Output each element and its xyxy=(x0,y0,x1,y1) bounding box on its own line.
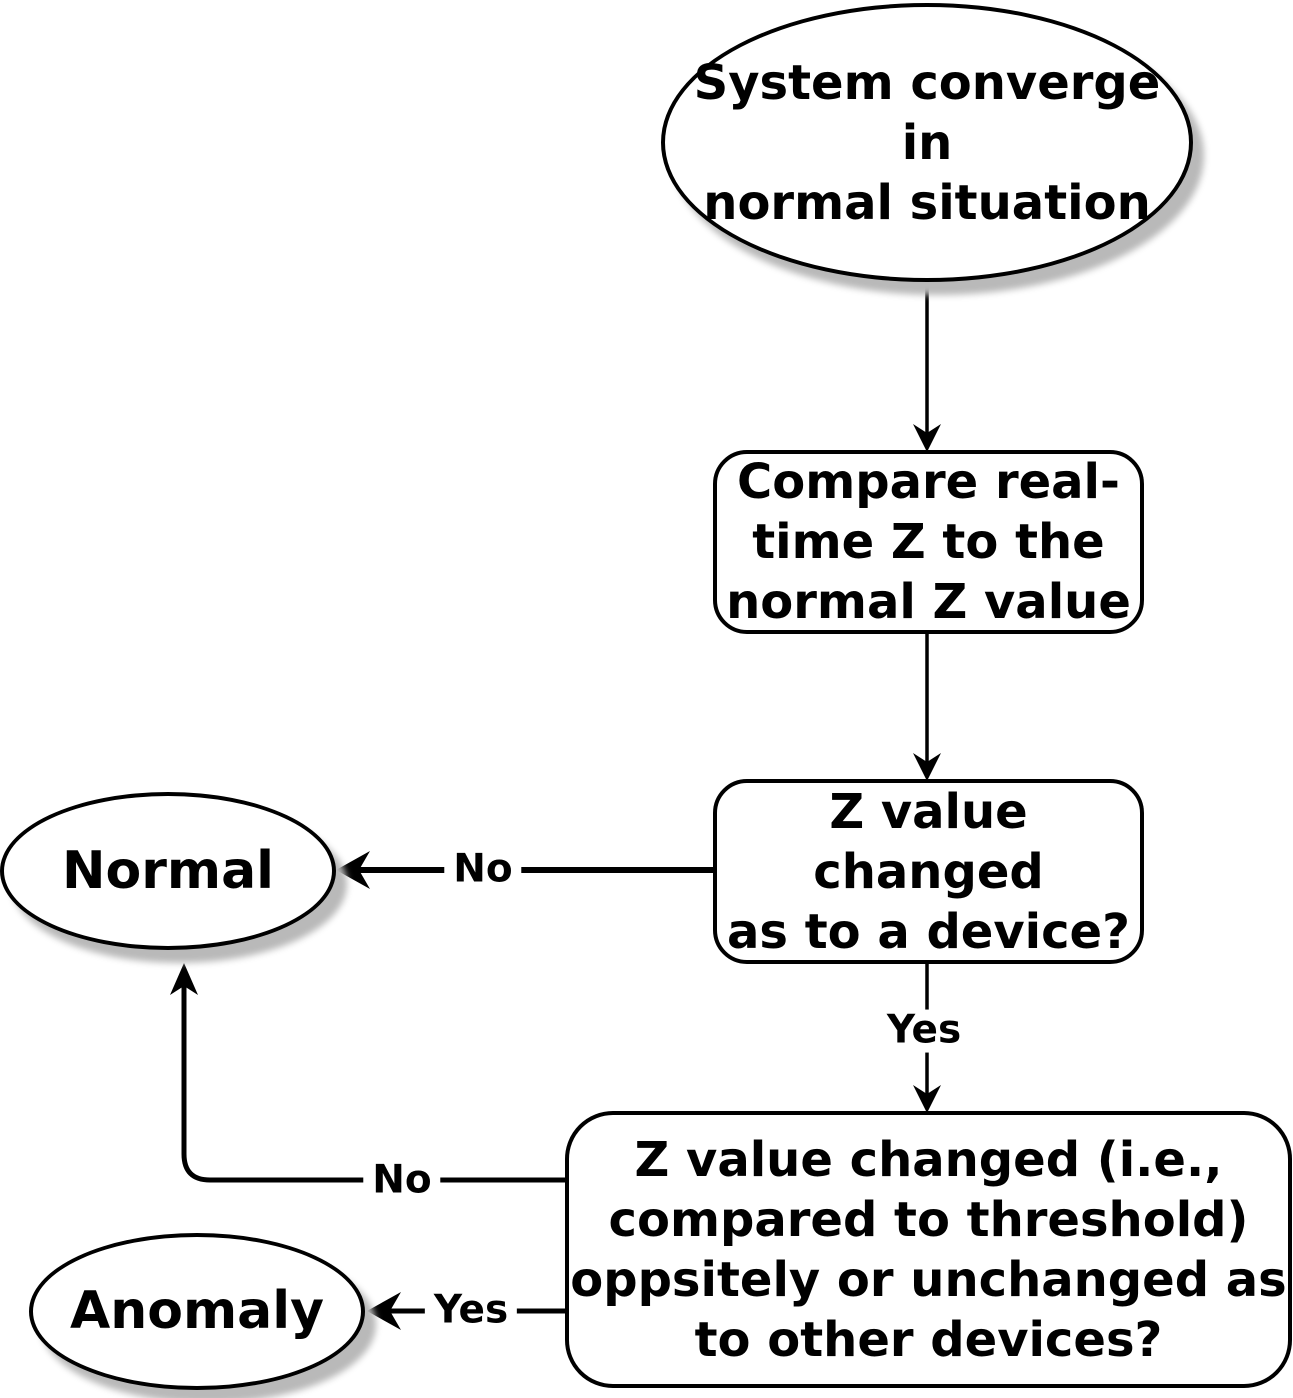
node-device-decision-box: Z value changed as to a device? xyxy=(713,779,1144,964)
node-anomaly-ellipse: Anomaly xyxy=(29,1233,365,1390)
node-normal-ellipse: Normal xyxy=(0,792,336,950)
node-start-ellipse: System converge in normal situation xyxy=(661,3,1193,282)
arrowhead-device-yes xyxy=(913,1085,941,1113)
edge-label-other-yes: Yes xyxy=(424,1289,518,1333)
edge-label-other-no: No xyxy=(363,1159,441,1203)
edge-other-no xyxy=(181,986,565,1183)
arrowhead-compare-to-device xyxy=(913,753,941,781)
node-other-decision-box: Z value changed (i.e., compared to thres… xyxy=(565,1111,1292,1388)
edge-label-device-no: No xyxy=(444,848,522,892)
edge-label-device-yes: Yes xyxy=(877,1009,971,1053)
node-compare-box: Compare real- time Z to the normal Z val… xyxy=(713,450,1144,634)
arrowhead-device-no xyxy=(336,851,370,889)
arrowhead-other-no xyxy=(170,963,198,995)
arrowhead-start-to-compare xyxy=(913,424,941,452)
arrowhead-other-yes xyxy=(367,1292,401,1330)
